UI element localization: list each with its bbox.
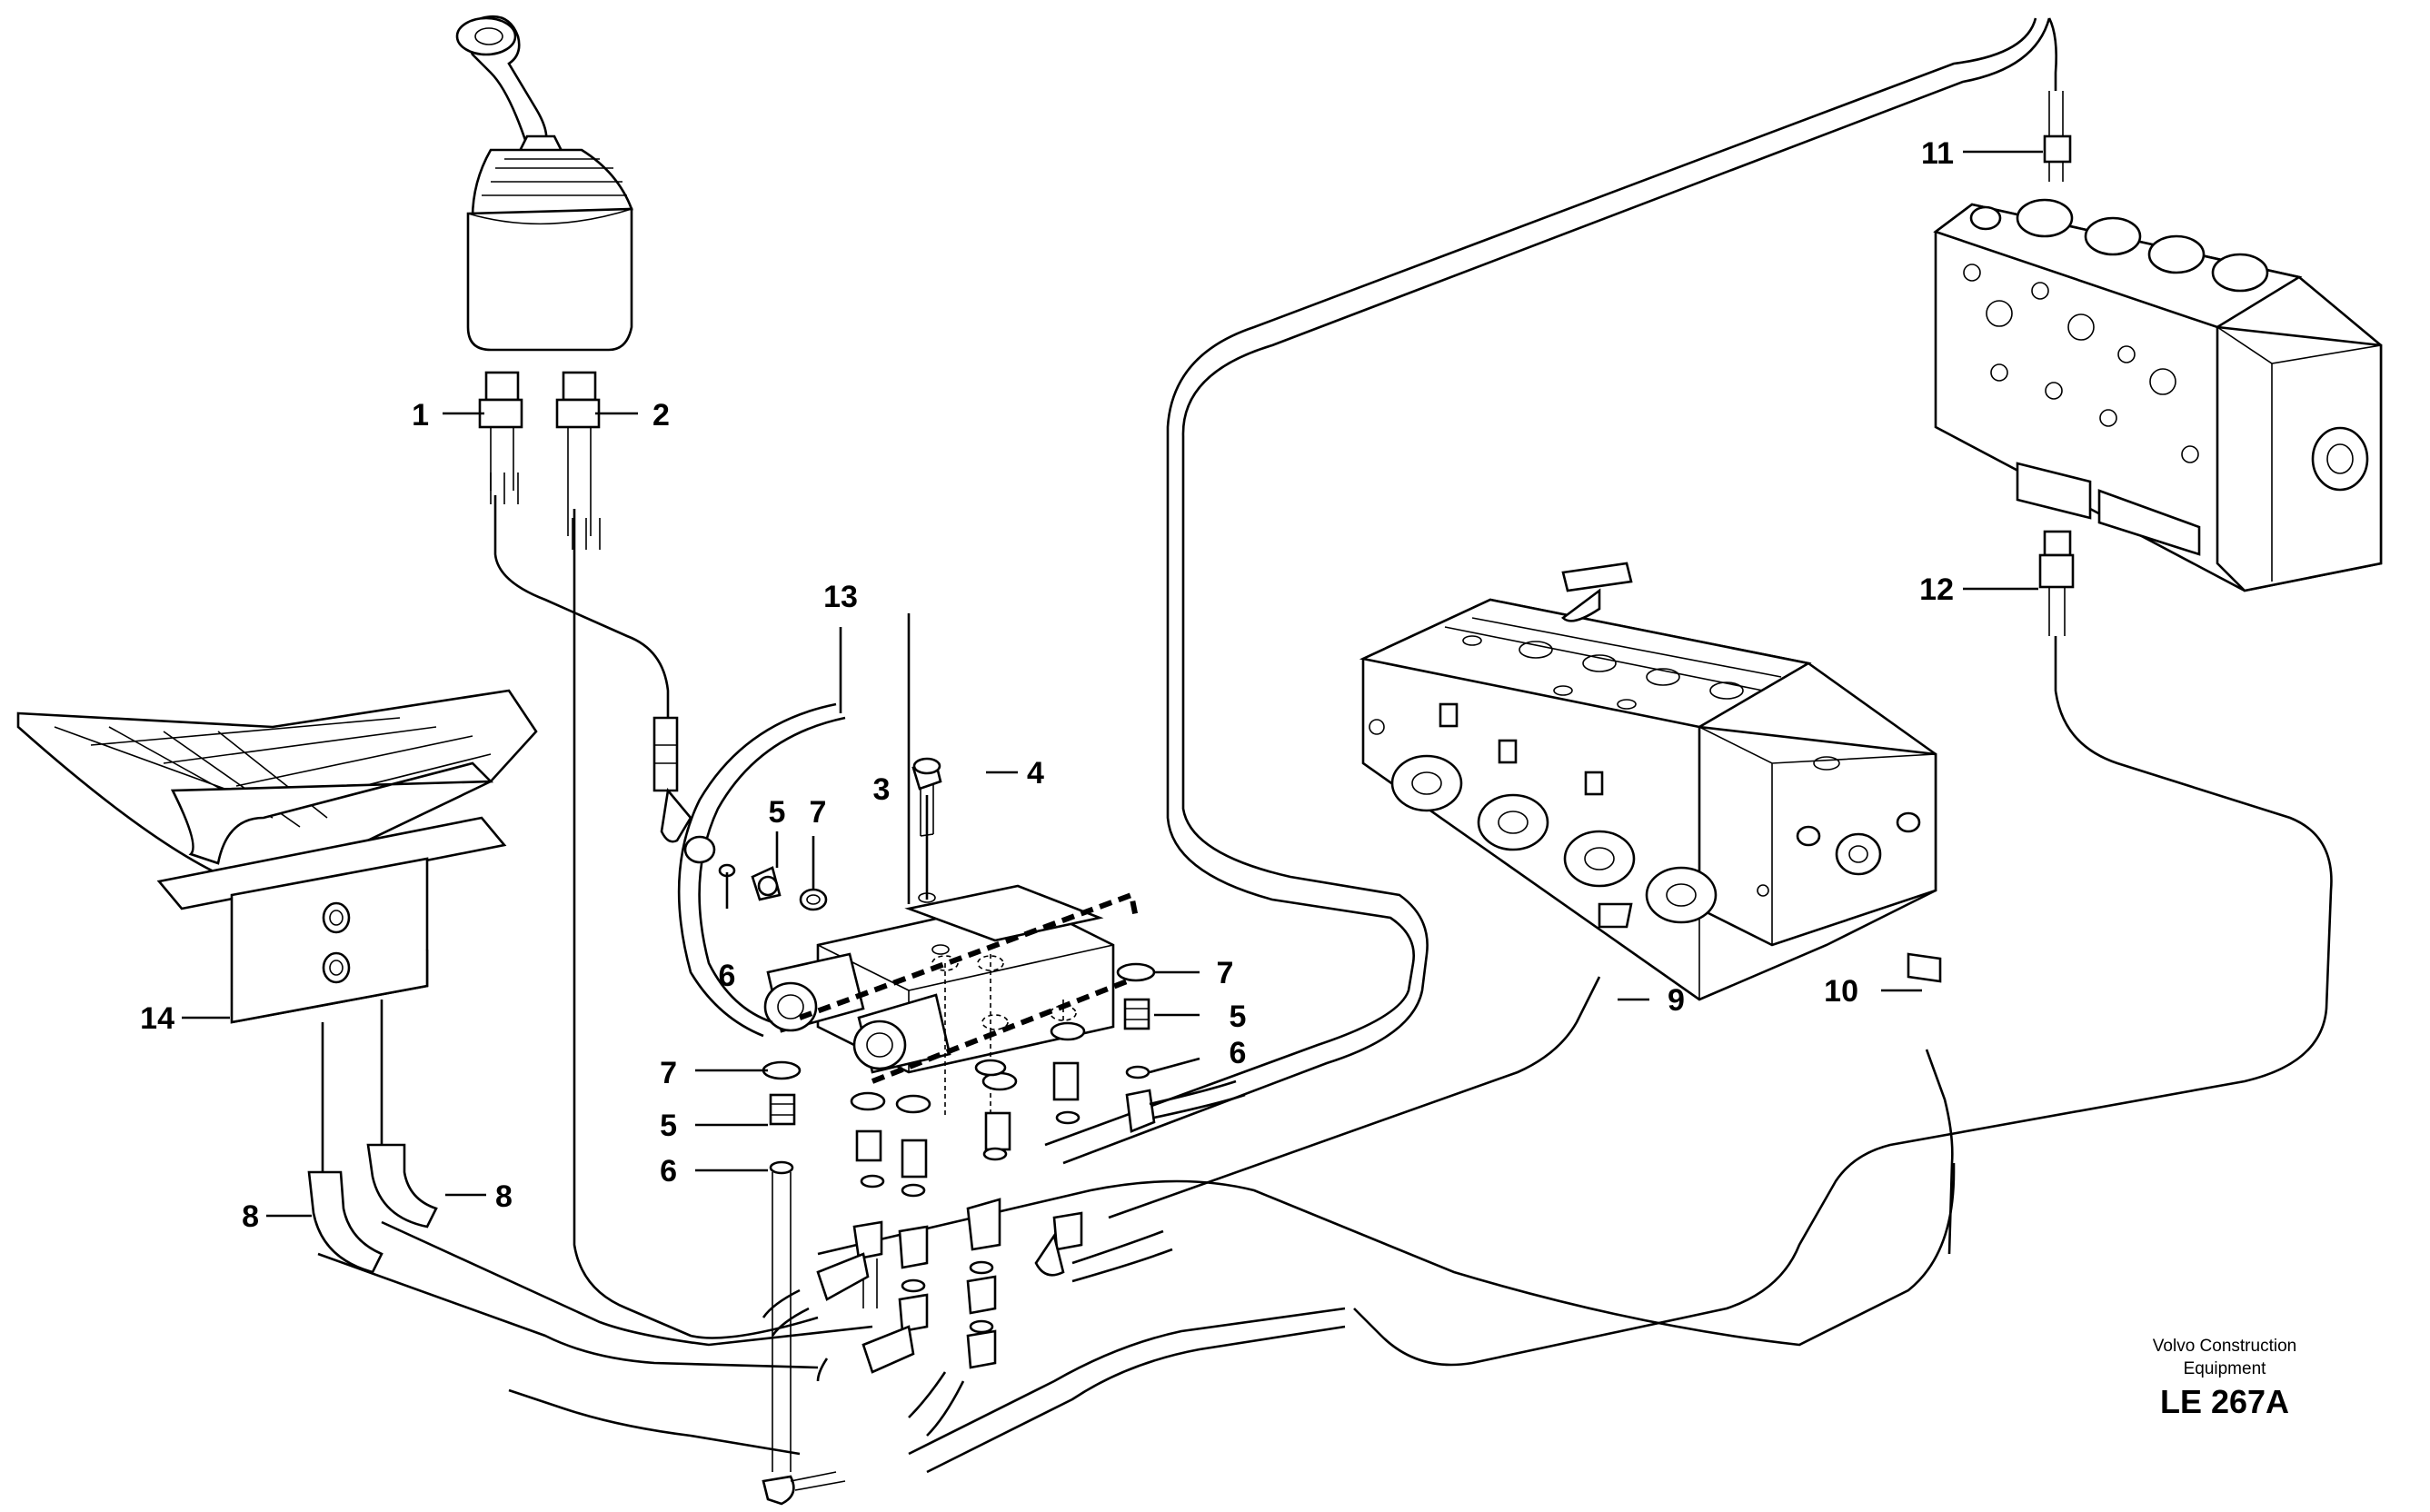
callout-4: 4 — [1027, 756, 1044, 791]
main-control-valve — [1359, 562, 1942, 1001]
callout-14: 14 — [140, 1001, 174, 1036]
callout-3: 3 — [873, 772, 891, 807]
callout-8b: 8 — [495, 1179, 513, 1214]
callout-8a: 8 — [242, 1199, 259, 1234]
callout-1: 1 — [412, 398, 429, 433]
callout-13: 13 — [823, 580, 858, 614]
valve-block — [652, 702, 1139, 1118]
drawing-code: LE 267A — [2160, 1383, 2289, 1420]
hose-routes — [317, 17, 2333, 1474]
fitting-stacks — [762, 962, 1246, 1506]
callout-6b: 6 — [1230, 1036, 1247, 1070]
callout-2: 2 — [652, 398, 670, 433]
callout-5b: 5 — [1230, 1000, 1247, 1034]
publisher-line-2: Equipment — [2184, 1359, 2267, 1378]
publisher-line-1: Volvo Construction — [2153, 1337, 2296, 1356]
callout-7b: 7 — [1217, 956, 1234, 990]
callout-labels: 1 2 3 4 13 5 7 6 7 5 6 7 5 6 9 10 11 12 … — [140, 136, 1954, 1234]
foot-pedal — [16, 689, 538, 1274]
callout-5a: 5 — [769, 795, 786, 830]
callout-6a: 6 — [719, 959, 736, 993]
callout-12: 12 — [1919, 572, 1954, 607]
callout-7a: 7 — [810, 795, 827, 830]
publisher-block: Volvo Construction Equipment LE 267A — [2153, 1337, 2296, 1420]
servo-joystick — [455, 15, 633, 550]
callout-9: 9 — [1668, 983, 1685, 1018]
callout-5c: 5 — [660, 1109, 677, 1143]
callout-10: 10 — [1824, 974, 1858, 1009]
leader-lines — [182, 150, 2043, 1218]
callout-11: 11 — [1921, 136, 1954, 171]
callout-7c: 7 — [660, 1056, 677, 1090]
pilot-control-valve — [1933, 91, 2383, 636]
callout-6c: 6 — [660, 1154, 677, 1189]
